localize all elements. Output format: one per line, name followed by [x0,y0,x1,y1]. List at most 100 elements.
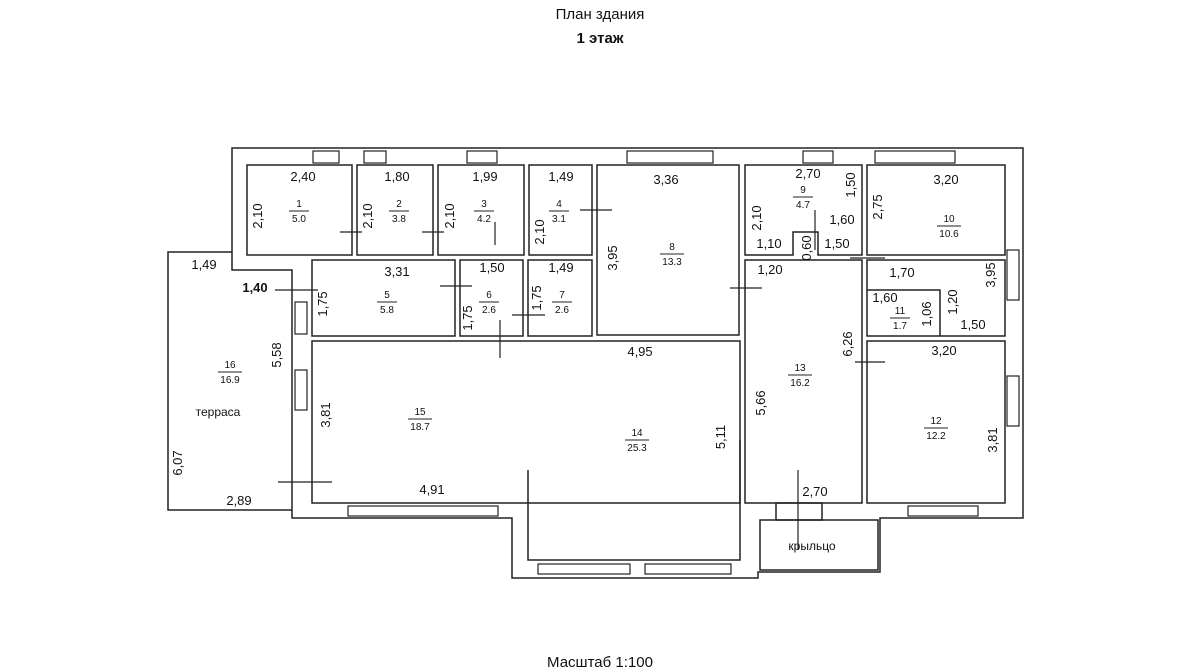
room-area: 10.6 [939,229,959,240]
dimension-label: 2,10 [532,219,547,244]
dimension-label: 2,89 [226,493,251,508]
room-number: 1 [296,199,302,210]
dimension-label: 1,20 [945,289,960,314]
room-number: 15 [414,407,426,418]
room-number: 8 [669,242,675,253]
room-area: 13.3 [662,257,682,268]
dimension-label: 3,20 [933,172,958,187]
dimension-label: 5,11 [713,425,728,449]
room-area: 4.2 [477,214,491,225]
room-number: 16 [224,360,236,371]
room-number: 3 [481,199,487,210]
room-area: 18.7 [410,422,430,433]
dimension-label: 1,50 [960,317,985,332]
dimension-label: 2,10 [442,203,457,228]
dimension-label: 2,70 [802,484,827,499]
wall-outlines [167,147,1024,579]
room-number: 13 [794,363,806,374]
room-4: 43.1 [549,199,569,225]
dimension-label: 5,66 [753,390,768,415]
room-labels: 15.0 23.8 34.2 43.1 55.8 62.6 72.6 813.3… [218,185,961,454]
dimension-label: 1,10 [756,236,781,251]
dimension-label: 2,40 [290,169,315,184]
room-area: 5.8 [380,305,394,316]
dimension-label: 5,58 [269,342,284,367]
room-area: 12.2 [926,431,946,442]
dimension-label: 1,60 [829,212,854,227]
room-area: 1.7 [893,321,907,332]
room-8: 813.3 [660,242,684,268]
dimension-label: 1,20 [757,262,782,277]
room-area: 5.0 [292,214,306,225]
dimension-label: 1,49 [548,169,573,184]
dimension-label: 2,10 [749,205,764,230]
floor-label: 1 этаж [576,30,624,47]
porch-label: крыльцо [788,539,836,553]
room-area: 3.8 [392,214,406,225]
dimension-label: 1,75 [315,291,330,316]
room-number: 6 [486,290,492,301]
room-5: 55.8 [377,290,397,316]
dimension-label: 3,95 [983,262,998,287]
room-area: 25.3 [627,443,647,454]
dimension-label: 6,26 [840,331,855,356]
dimension-label: 1,75 [529,285,544,310]
room-area: 4.7 [796,200,810,211]
room-area: 3.1 [552,214,566,225]
room-number: 2 [396,199,402,210]
dimension-label: 3,81 [985,427,1000,452]
dimension-label: 3,95 [605,245,620,270]
dimension-labels: 2,40 2,10 1,80 2,10 1,99 2,10 1,49 2,10 … [170,166,1000,508]
dimension-label: 3,31 [384,264,409,279]
room-6: 62.6 [479,290,499,316]
room-area: 2.6 [482,305,496,316]
dimension-label: 1,75 [460,305,475,330]
room-number: 7 [559,290,565,301]
dimension-label: 3,81 [318,402,333,427]
dimension-label: 4,91 [419,482,444,497]
room-16: 16 16.9 [218,360,242,386]
room-11: 111.7 [890,306,910,332]
room-number: 4 [556,199,562,210]
room-number: 9 [800,185,806,196]
room-area: 2.6 [555,305,569,316]
room-14: 14 25.3 [625,428,649,454]
room-13: 13 16.2 [788,363,812,389]
scale-label: Масштаб 1:100 [547,654,653,671]
dimension-label: 1,99 [472,169,497,184]
room-3: 34.2 [474,199,494,225]
room-number: 11 [895,306,906,317]
room-number: 5 [384,290,390,301]
room-15: 15 18.7 [408,407,432,433]
room-number: 12 [930,416,942,427]
room-2: 23.8 [389,199,409,225]
door-marks [275,209,885,550]
windows [294,150,1020,575]
dimension-label: 3,20 [931,343,956,358]
dimension-label: 1,06 [919,301,934,326]
dimension-label: 1,70 [889,265,914,280]
dimension-label: 4,95 [627,344,652,359]
dimension-label: 1,49 [548,260,573,275]
dimension-label: 1,49 [191,257,216,272]
room-7: 72.6 [552,290,572,316]
dimension-label: 1,50 [843,172,858,197]
dimension-label: 2,75 [870,194,885,219]
dimension-label: 1,50 [479,260,504,275]
room-1: 15.0 [289,199,309,225]
room-area: 16.9 [220,375,240,386]
room-9: 94.7 [793,185,813,211]
dimension-label: 1,60 [872,290,897,305]
dimension-label: 1,40 [242,280,267,295]
dimension-label: 2,10 [250,203,265,228]
room-area: 16.2 [790,378,810,389]
dimension-label: 0,60 [799,235,814,260]
dimension-label: 6,07 [170,450,185,475]
room-number: 14 [631,428,643,439]
room-12: 12 12.2 [924,416,948,442]
dimension-label: 1,80 [384,169,409,184]
dimension-label: 2,70 [795,166,820,181]
dimension-label: 2,10 [360,203,375,228]
